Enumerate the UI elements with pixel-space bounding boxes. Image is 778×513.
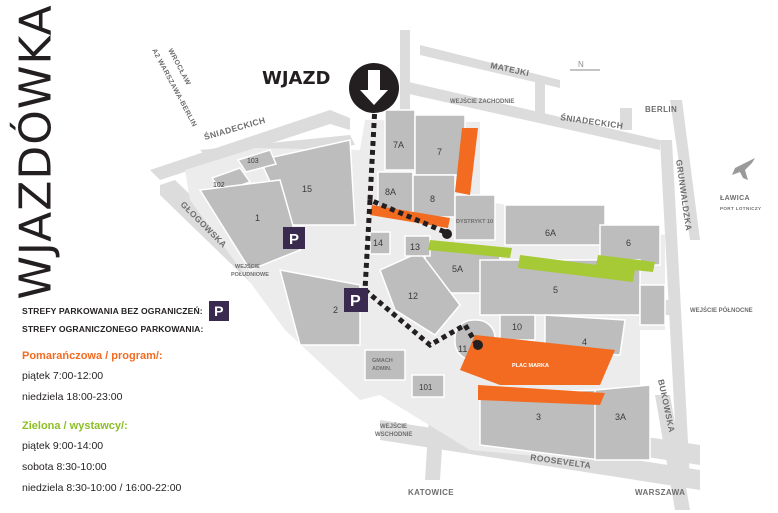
parking-icon [344,288,368,312]
orange-zone-title: Pomarańczowa / program/: [22,350,163,362]
green-zone-3 [596,255,655,272]
entry-label: WJAZD [262,68,330,89]
buildings [198,109,666,461]
building-7 [414,114,466,176]
label-8a: 8A [385,187,396,197]
entrance-wschodnie-2: WSCHODNIE [375,432,412,438]
parking-badge-icon: P [208,301,229,321]
road-side-1 [535,80,545,120]
green-zones [428,240,655,282]
building-7a [384,109,416,171]
parking-icon [283,227,305,249]
label-6: 6 [626,238,631,248]
legend-limited: STREFY OGRANICZONEGO PARKOWANIA: [22,320,232,338]
label-admin: ADMIN. [372,366,392,372]
green-zone-hours-1: piątek 9:00-14:00 [22,440,104,452]
label-3a: 3A [615,412,626,422]
road-sniadeckich-east [400,80,660,150]
entrance-poludniowe-1: WEJŚCIE [235,263,260,270]
label-15: 15 [302,184,312,194]
orange-zone-hours-1: piątek 7:00-12:00 [22,370,104,382]
building-6a [504,204,606,246]
direction-lawica: ŁAWICA [720,195,750,202]
route-end-north [442,229,452,239]
road-berlin [670,100,700,240]
building-6 [599,224,661,266]
green-zone-hours-3: niedziela 8:30-10:00 / 16:00-22:00 [22,482,182,494]
label-gmach: GMACH [372,358,393,364]
label-14: 14 [373,238,383,248]
label-101: 101 [419,383,433,392]
label-3: 3 [536,412,541,422]
entrance-zachodnie: WEJŚCIE ZACHODNIE [450,98,514,105]
road-bukowska [655,395,690,510]
building-8 [412,174,456,218]
green-zone-1 [428,240,512,258]
road-grunwaldzka [660,140,690,480]
route-south [362,199,480,349]
orange-zone-south [478,385,605,405]
label-1: 1 [255,213,260,223]
label-12: 12 [408,291,418,301]
building-east [639,284,666,326]
building-gmach [364,349,406,381]
legend-unlimited: STREFY PARKOWANIA BEZ OGRANICZEŃ: P [22,301,232,321]
label-8: 8 [430,194,435,204]
green-zone-hours-2: sobota 8:30-10:00 [22,461,107,473]
entry-arrow-shape [360,70,388,105]
label-13: 13 [410,242,420,252]
building-101 [411,374,445,398]
label-7: 7 [437,147,442,157]
orange-zones [370,128,615,405]
building-3a [594,384,651,461]
legend-limited-label: STREFY OGRANICZONEGO PARKOWANIA: [22,324,204,334]
building-dystrykt [454,194,496,241]
route-end-south [473,340,483,350]
direction-port-lotniczy: PORT LOTNICZY [720,206,761,211]
building-14 [369,231,391,255]
label-5: 5 [553,285,558,295]
orange-zone-hours-2: niedziela 18:00-23:00 [22,391,123,403]
legend: STREFY PARKOWANIA BEZ OGRANICZEŃ: P STRE… [22,301,232,499]
entrance-polnocne: WEJŚCIE PÓŁNOCNE [690,306,753,314]
label-7a: 7A [393,140,404,150]
parking-symbol: P [350,293,361,310]
label-102: 102 [213,182,225,189]
orange-zone-north [455,128,478,195]
label-5a: 5A [452,264,463,274]
direction-katowice: KATOWICE [408,488,454,497]
building-103 [236,149,278,173]
orange-zone-plac [460,335,615,385]
entrance-poludniowe-2: POŁUDNIOWE [231,272,269,278]
green-zone-2 [518,255,635,282]
parking-symbol: P [289,231,299,248]
road-side-2 [620,108,632,130]
compass-label: N [578,60,584,69]
label-10: 10 [512,322,522,332]
building-2 [278,269,361,346]
airplane-icon [732,158,755,180]
label-11: 11 [458,344,467,354]
label-103: 103 [247,158,259,165]
road-north-a [400,30,410,110]
road-matejki [420,45,560,88]
label-plac-marka: PLAC MARKA [512,363,549,369]
label-6a: 6A [545,228,556,238]
legend-unlimited-label: STREFY PARKOWANIA BEZ OGRANICZEŃ: [22,306,203,316]
building-1 [198,179,301,271]
entry-route [362,104,480,349]
label-2: 2 [333,305,338,315]
green-zone-title: Zielona / wystawcy/: [22,420,128,432]
entrance-wschodnie-1: WEJŚCIE [380,423,407,430]
route-north [367,104,446,235]
label-4: 4 [582,337,587,347]
direction-warszawa: WARSZAWA [635,488,685,497]
label-dystrykt: DYSTRYKT 10 [456,219,493,225]
direction-berlin: BERLIN [645,105,677,114]
